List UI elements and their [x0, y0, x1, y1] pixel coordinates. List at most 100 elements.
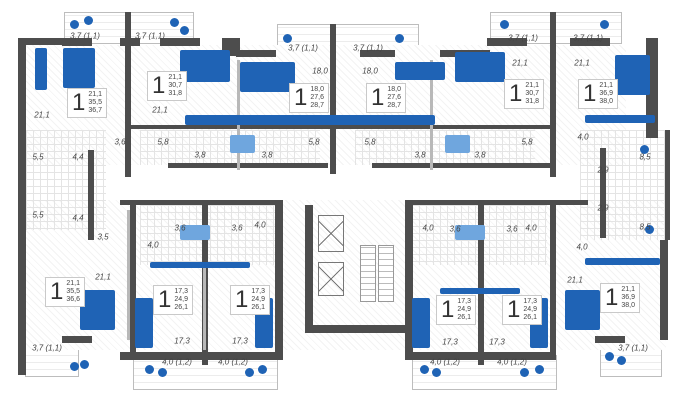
wall	[550, 12, 556, 177]
room-area-label: 4,0	[422, 223, 434, 233]
area-with-balcony: 26,1	[457, 314, 471, 321]
living-area: 21,1	[525, 82, 539, 89]
living-area: 18,0	[387, 86, 401, 93]
area-with-balcony: 31,8	[168, 90, 182, 97]
furniture	[440, 288, 520, 294]
wall	[487, 38, 527, 46]
floor-tile	[580, 130, 670, 240]
furniture	[565, 290, 600, 330]
furniture	[70, 362, 79, 371]
furniture	[180, 50, 230, 82]
room-area-label: 3,6	[174, 223, 186, 233]
room-area-label: 5,8	[364, 137, 376, 147]
wall	[120, 200, 280, 205]
furniture	[535, 365, 544, 374]
wall	[660, 240, 668, 340]
total-area: 35,5	[66, 288, 80, 295]
total-area: 24,9	[457, 306, 471, 313]
room-area-label: 21,1	[95, 272, 111, 282]
furniture	[640, 145, 649, 154]
room-area-label: 3,6	[506, 224, 518, 234]
room-area-label: 4,0	[254, 220, 266, 230]
room-area-label: 4,0 (1,2)	[162, 357, 192, 367]
furniture	[455, 52, 505, 82]
room-area-label: 21,1	[152, 105, 168, 115]
wall	[130, 205, 136, 360]
wall	[600, 148, 606, 238]
room-count: 1	[583, 80, 597, 107]
furniture	[35, 48, 47, 90]
area-with-balcony: 28,7	[310, 102, 324, 109]
room-area-label: 8,5	[639, 152, 651, 162]
room-count: 1	[441, 296, 455, 323]
total-area: 35,5	[88, 99, 102, 106]
room-count: 1	[605, 284, 619, 311]
room-area-label: 3,7 (1,1)	[288, 43, 318, 53]
room-count: 1	[371, 84, 385, 111]
room-area-label: 3,6	[114, 137, 126, 147]
furniture	[230, 135, 255, 153]
room-area-label: 17,3	[489, 337, 505, 347]
room-area-label: 4,4	[72, 152, 84, 162]
wall	[305, 205, 313, 330]
room-area-label: 21,1	[574, 58, 590, 68]
furniture	[645, 225, 654, 234]
total-area: 24,9	[523, 306, 537, 313]
total-area: 30,7	[525, 90, 539, 97]
room-area-label: 18,0	[362, 66, 378, 76]
wall	[478, 205, 484, 365]
room-area-label: 3,7 (1,1)	[618, 343, 648, 353]
living-area: 17,3	[457, 298, 471, 305]
wall	[18, 40, 26, 340]
area-with-balcony: 36,7	[88, 107, 102, 114]
wall	[595, 336, 625, 343]
wall	[62, 336, 92, 343]
wall	[88, 150, 94, 240]
wall	[372, 163, 552, 168]
room-area-label: 4,0 (1,2)	[430, 357, 460, 367]
living-area: 21,1	[621, 286, 635, 293]
total-area: 27,6	[387, 94, 401, 101]
furniture	[420, 365, 429, 374]
living-area: 21,1	[66, 280, 80, 287]
furniture	[84, 16, 93, 25]
room-area-label: 3,8	[474, 150, 486, 160]
total-area: 24,9	[174, 296, 188, 303]
furniture	[395, 34, 404, 43]
room-area-label: 3,6	[231, 223, 243, 233]
staircase	[378, 245, 394, 302]
area-with-balcony: 26,1	[523, 314, 537, 321]
furniture	[245, 368, 254, 377]
wall	[330, 24, 336, 174]
wall	[665, 130, 670, 240]
area-with-balcony: 38,0	[599, 98, 613, 105]
area-with-balcony: 26,1	[174, 304, 188, 311]
furniture	[258, 365, 267, 374]
total-area: 24,9	[251, 296, 265, 303]
furniture	[185, 115, 435, 125]
wall	[405, 200, 413, 360]
wall	[275, 200, 283, 360]
furniture	[283, 34, 292, 43]
area-with-balcony: 36,6	[66, 296, 80, 303]
room-area-label: 3,7 (1,1)	[135, 31, 165, 41]
furniture	[615, 55, 650, 95]
wall	[127, 210, 130, 340]
room-area-label: 17,3	[442, 337, 458, 347]
furniture	[158, 368, 167, 377]
furniture	[180, 26, 189, 35]
wall	[18, 38, 66, 45]
room-area-label: 3,7 (1,1)	[508, 33, 538, 43]
